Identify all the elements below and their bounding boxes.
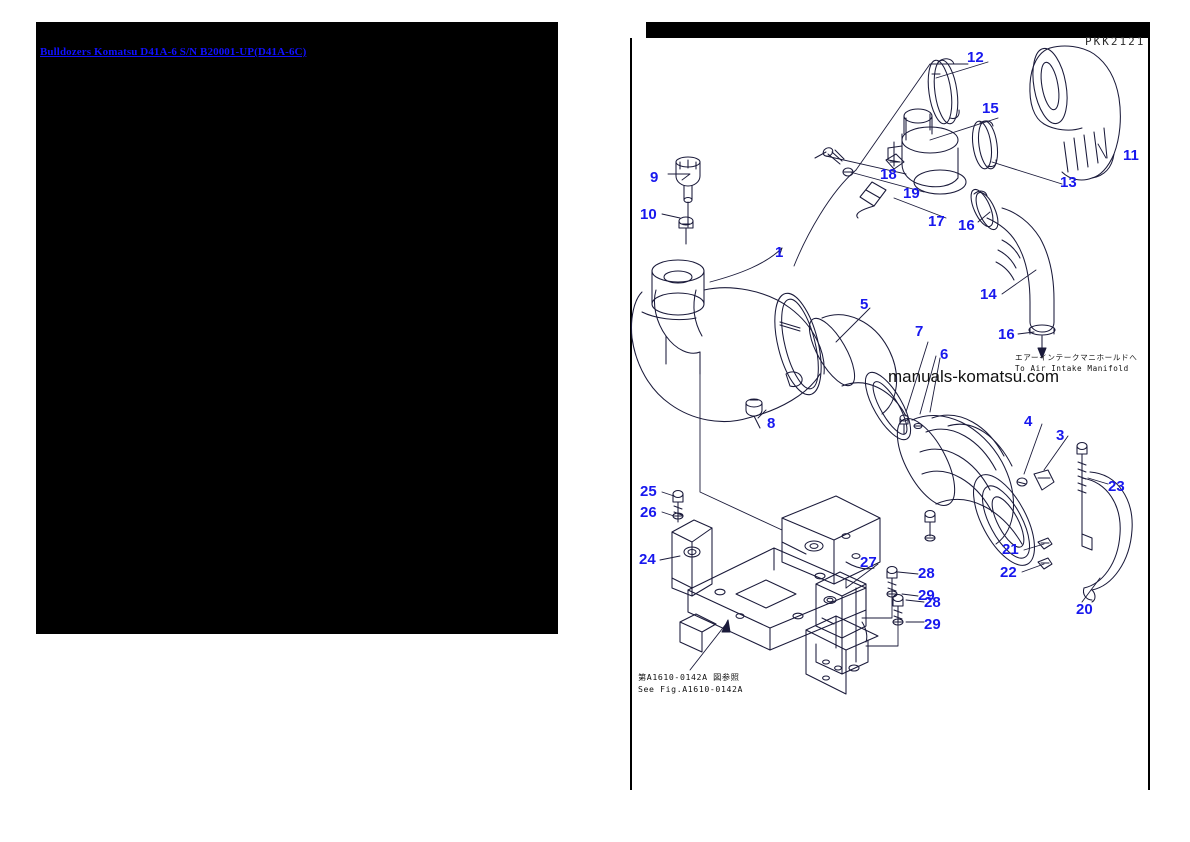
callout-28-upper: 28 [918, 565, 935, 582]
callout-21: 21 [1002, 541, 1019, 558]
part-28-bolt-lower [892, 593, 904, 623]
catalog-model-link[interactable]: Bulldozers Komatsu D41A-6 S/N B20001-UP(… [40, 46, 307, 58]
part-7-bolt [899, 414, 909, 435]
exploded-parts-drawing [631, 45, 1133, 695]
part-20-clamp-band [1081, 471, 1133, 603]
manifold-arrow [1037, 335, 1047, 359]
callout-8: 8 [767, 415, 776, 432]
callout-11: 11 [1123, 147, 1139, 164]
callout-29-lower: 29 [924, 616, 941, 633]
part-5-outer-element [808, 314, 912, 441]
part-6-inner-element [896, 414, 1035, 566]
callout-13: 13 [1060, 174, 1077, 191]
part-9-indicator [675, 156, 701, 228]
callout-26: 26 [640, 504, 657, 521]
callout-16-upper: 16 [958, 217, 975, 234]
part-16-clamp-upper [970, 188, 999, 231]
callout-24: 24 [639, 551, 656, 568]
part-22-washer [1037, 557, 1053, 570]
part-27-support-bracket [815, 571, 869, 675]
callout-14: 14 [980, 286, 997, 303]
callout-29-upper: 29 [918, 587, 935, 604]
seefig-note-english: See Fig.A1610-0142A [638, 683, 744, 694]
site-watermark: manuals-komatsu.com [888, 367, 1060, 386]
part-24-bracket [671, 519, 713, 597]
diagram-left-rule [630, 38, 632, 790]
callout-5: 5 [860, 296, 869, 313]
catalog-image-placeholder: Bulldozers Komatsu D41A-6 S/N B20001-UP(… [36, 22, 558, 634]
part-25-bolt [672, 489, 684, 523]
part-21-nut [1037, 537, 1053, 550]
part-14-rubber-hose [986, 207, 1055, 333]
diagram-top-bar [646, 22, 1150, 38]
figure-code-label: PKK2121 [1085, 35, 1146, 48]
seefig-note-japanese: 第A1610-0142A 図参照 [638, 672, 740, 682]
callout-23: 23 [1108, 478, 1125, 495]
part-28-bolt-upper [886, 565, 898, 595]
callout-12: 12 [967, 49, 984, 66]
part-10-nipple [678, 216, 694, 245]
diagram-right-rule [1148, 38, 1150, 790]
callout-22: 22 [1000, 564, 1017, 581]
callout-17: 17 [928, 213, 945, 230]
part-23-bolt [1076, 441, 1088, 535]
part-17-bracket [856, 153, 905, 219]
mounting-base-plate [679, 495, 881, 695]
callout-9: 9 [650, 169, 659, 186]
part-18-bolt [814, 147, 845, 165]
callout-19: 19 [903, 185, 920, 202]
part-13-clamp [971, 120, 999, 170]
callout-16-lower: 16 [998, 326, 1015, 343]
callout-27: 27 [860, 554, 877, 571]
callout-28-lower: 28 [924, 594, 941, 611]
callout-15: 15 [982, 100, 999, 117]
part-15-connector [887, 108, 967, 195]
parts-diagram-panel: PKK2121 [630, 22, 1150, 792]
air-intake-manifold-note: エアーインテークマニホールドへ To Air Intake Manifold [1015, 352, 1137, 374]
callout-leaders [659, 61, 1109, 623]
part-3-bracket [1033, 469, 1055, 491]
part-16-clamp-lower [1028, 324, 1056, 336]
part-4-clip [1016, 477, 1028, 487]
callout-3: 3 [1056, 427, 1065, 444]
callout-10: 10 [640, 206, 657, 223]
manifold-note-english: To Air Intake Manifold [1015, 364, 1129, 373]
manifold-note-japanese: エアーインテークマニホールドへ [1015, 353, 1138, 362]
callout-6: 6 [940, 346, 949, 363]
callout-25: 25 [640, 483, 657, 500]
part-28-bolt-filter [924, 509, 936, 537]
part-11-air-hose [1029, 45, 1121, 181]
part-1-air-cleaner-body [631, 259, 825, 423]
part-12-clamp [927, 58, 960, 125]
callout-4: 4 [1024, 413, 1033, 430]
callout-18: 18 [880, 166, 897, 183]
part-6-washer [913, 422, 923, 430]
part-8-drain-valve [745, 398, 763, 429]
part-29-washer-filter [924, 534, 936, 542]
callout-1: 1 [775, 244, 784, 261]
callout-7: 7 [915, 323, 924, 340]
see-figure-leader [689, 619, 731, 671]
callout-20: 20 [1076, 601, 1093, 618]
